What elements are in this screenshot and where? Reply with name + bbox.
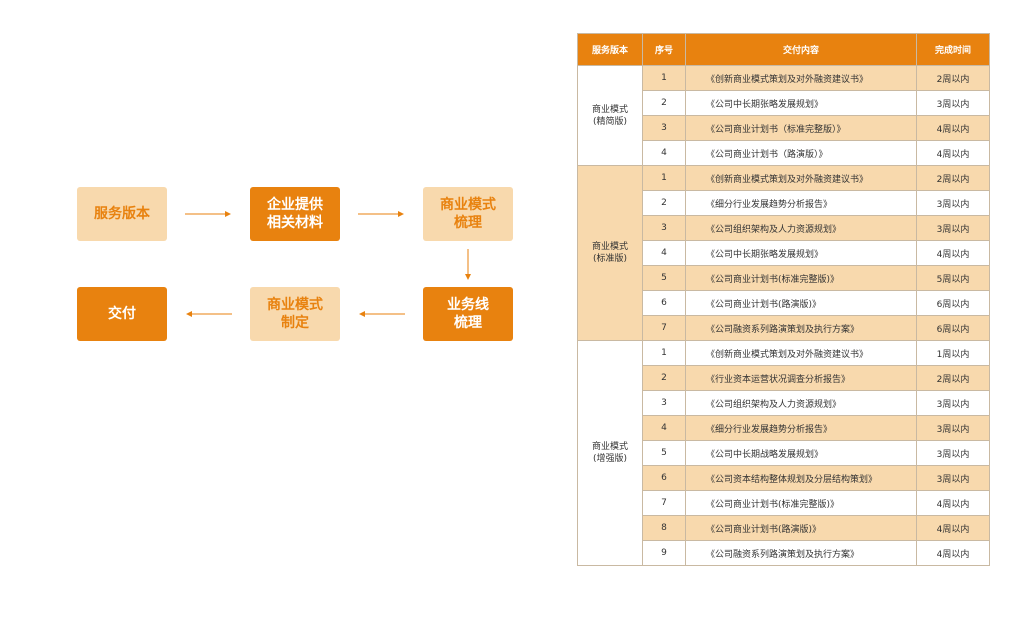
time-cell: 4周以内 [916, 515, 990, 541]
seq-cell: 9 [642, 540, 686, 566]
seq-cell: 5 [642, 440, 686, 466]
time-cell: 3周以内 [916, 390, 990, 416]
time-cell: 4周以内 [916, 540, 990, 566]
time-cell: 6周以内 [916, 290, 990, 316]
seq-cell: 1 [642, 165, 686, 191]
content-cell: 《公司组织架构及人力资源规划》 [685, 215, 917, 241]
version-cell: 商业模式 (精简版) [577, 65, 643, 166]
table-row: 商业模式 (精简版)1《创新商业模式策划及对外融资建议书》2周以内 [577, 65, 990, 166]
content-cell: 《公司中长期战略发展规划》 [685, 440, 917, 466]
time-cell: 3周以内 [916, 90, 990, 116]
content-cell: 《公司商业计划书(路演版)》 [685, 290, 917, 316]
time-cell: 2周以内 [916, 65, 990, 91]
seq-cell: 7 [642, 490, 686, 516]
content-cell: 《公司商业计划书(标准完整版)》 [685, 490, 917, 516]
table-row: 2《公司中长期张略发展规划》3周以内 [578, 90, 990, 116]
time-cell: 1周以内 [916, 340, 990, 366]
content-cell: 《创新商业模式策划及对外融资建议书》 [685, 340, 917, 366]
table-row: 2《行业资本运营状况调查分析报告》2周以内 [578, 365, 990, 391]
table-row: 4《细分行业发展趋势分析报告》3周以内 [578, 415, 990, 441]
flow-node-service-version: 服务版本 [77, 187, 167, 241]
table-row: 9《公司融资系列路演策划及执行方案》4周以内 [578, 540, 990, 566]
header-time: 完成时间 [916, 33, 990, 66]
time-cell: 4周以内 [916, 240, 990, 266]
table-row: 6《公司资本结构整体规划及分层结构策划》3周以内 [578, 465, 990, 491]
time-cell: 4周以内 [916, 140, 990, 166]
table-row: 商业模式 (增强版)1《创新商业模式策划及对外融资建议书》1周以内 [577, 340, 990, 566]
flow-node-enterprise-materials: 企业提供 相关材料 [250, 187, 340, 241]
table-row: 3《公司商业计划书（标准完整版）》4周以内 [578, 115, 990, 141]
table-row: 3《公司组织架构及人力资源规划》3周以内 [578, 390, 990, 416]
table-row: 2《细分行业发展趋势分析报告》3周以内 [578, 190, 990, 216]
seq-cell: 2 [642, 90, 686, 116]
time-cell: 3周以内 [916, 465, 990, 491]
flow-node-delivery: 交付 [77, 287, 167, 341]
table-row: 3《公司组织架构及人力资源规划》3周以内 [578, 215, 990, 241]
time-cell: 3周以内 [916, 190, 990, 216]
content-cell: 《公司融资系列路演策划及执行方案》 [685, 540, 917, 566]
flow-node-business-model-design: 商业模式 制定 [250, 287, 340, 341]
content-cell: 《公司商业计划书（标准完整版）》 [685, 115, 917, 141]
seq-cell: 5 [642, 265, 686, 291]
content-cell: 《公司资本结构整体规划及分层结构策划》 [685, 465, 917, 491]
content-cell: 《创新商业模式策划及对外融资建议书》 [685, 65, 917, 91]
table-row: 5《公司商业计划书(标准完整版)》5周以内 [578, 265, 990, 291]
table-row: 7《公司融资系列路演策划及执行方案》6周以内 [578, 315, 990, 341]
table-row: 7《公司商业计划书(标准完整版)》4周以内 [578, 490, 990, 516]
seq-cell: 1 [642, 340, 686, 366]
time-cell: 6周以内 [916, 315, 990, 341]
table-row: 8《公司商业计划书(路演版)》4周以内 [578, 515, 990, 541]
header-seq: 序号 [642, 33, 686, 66]
table-row: 5《公司中长期战略发展规划》3周以内 [578, 440, 990, 466]
seq-cell: 3 [642, 215, 686, 241]
content-cell: 《公司商业计划书(标准完整版)》 [685, 265, 917, 291]
content-cell: 《公司商业计划书(路演版)》 [685, 515, 917, 541]
content-cell: 《公司组织架构及人力资源规划》 [685, 390, 917, 416]
time-cell: 2周以内 [916, 165, 990, 191]
header-content: 交付内容 [685, 33, 917, 66]
delivery-table: 服务版本 序号 交付内容 完成时间 商业模式 (精简版)1《创新商业模式策划及对… [577, 33, 990, 566]
content-cell: 《公司融资系列路演策划及执行方案》 [685, 315, 917, 341]
seq-cell: 8 [642, 515, 686, 541]
flow-node-business-model-review: 商业模式 梳理 [423, 187, 513, 241]
content-cell: 《公司中长期张略发展规划》 [685, 90, 917, 116]
seq-cell: 2 [642, 190, 686, 216]
seq-cell: 4 [642, 240, 686, 266]
content-cell: 《公司中长期张略发展规划》 [685, 240, 917, 266]
time-cell: 2周以内 [916, 365, 990, 391]
content-cell: 《创新商业模式策划及对外融资建议书》 [685, 165, 917, 191]
seq-cell: 7 [642, 315, 686, 341]
time-cell: 4周以内 [916, 115, 990, 141]
seq-cell: 4 [642, 415, 686, 441]
time-cell: 4周以内 [916, 490, 990, 516]
seq-cell: 6 [642, 465, 686, 491]
time-cell: 3周以内 [916, 415, 990, 441]
content-cell: 《公司商业计划书（路演版）》 [685, 140, 917, 166]
table-header-row: 服务版本 序号 交付内容 完成时间 [577, 33, 990, 66]
seq-cell: 1 [642, 65, 686, 91]
table-row: 商业模式 (标准版)1《创新商业模式策划及对外融资建议书》2周以内 [577, 165, 990, 341]
flow-node-business-line-review: 业务线 梳理 [423, 287, 513, 341]
seq-cell: 3 [642, 115, 686, 141]
seq-cell: 6 [642, 290, 686, 316]
content-cell: 《细分行业发展趋势分析报告》 [685, 415, 917, 441]
content-cell: 《行业资本运营状况调查分析报告》 [685, 365, 917, 391]
seq-cell: 2 [642, 365, 686, 391]
seq-cell: 4 [642, 140, 686, 166]
header-version: 服务版本 [577, 33, 643, 66]
seq-cell: 3 [642, 390, 686, 416]
version-cell: 商业模式 (标准版) [577, 165, 643, 341]
content-cell: 《细分行业发展趋势分析报告》 [685, 190, 917, 216]
table-row: 4《公司商业计划书（路演版）》4周以内 [578, 140, 990, 166]
time-cell: 3周以内 [916, 215, 990, 241]
time-cell: 5周以内 [916, 265, 990, 291]
time-cell: 3周以内 [916, 440, 990, 466]
version-cell: 商业模式 (增强版) [577, 340, 643, 566]
